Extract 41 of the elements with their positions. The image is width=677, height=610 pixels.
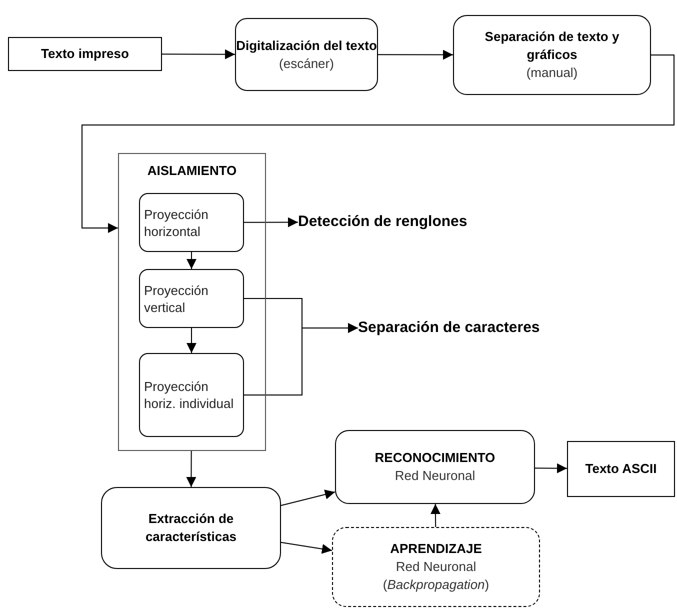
- arrow: [378, 50, 454, 60]
- process-box: [335, 430, 535, 504]
- node-label: Digitalización del texto: [236, 36, 377, 54]
- arrow: [244, 217, 298, 228]
- arrow: [534, 463, 568, 474]
- node-sublabel: Red Neuronal: [394, 467, 476, 485]
- arrow: [186, 252, 196, 270]
- arrow: [244, 323, 358, 396]
- arrow: [82, 54, 674, 233]
- node-label: APRENDIZAJE: [390, 540, 482, 558]
- group-box: [118, 153, 266, 451]
- node-sublabel: (escáner): [279, 54, 334, 72]
- process-box: [139, 353, 244, 437]
- node-label: Detección de renglones: [298, 212, 468, 232]
- node-sublabel: (manual): [526, 64, 578, 82]
- node-label: RECONOCIMIENTO: [374, 449, 496, 467]
- arrow: [280, 542, 332, 554]
- arrow: [162, 49, 236, 60]
- node-sublabel: Red Neuronal: [396, 558, 476, 576]
- process-box: [101, 487, 281, 569]
- node-label: Proyección horizontal: [143, 206, 210, 240]
- node-label: Proyección horiz. individual: [143, 378, 235, 412]
- process-box: [453, 15, 651, 95]
- process-box: [332, 527, 540, 607]
- arrow: [186, 450, 196, 488]
- node-label: Separación de caracteres: [358, 318, 541, 338]
- arrow: [186, 328, 196, 354]
- node-sublabel: (Backpropagation): [382, 576, 490, 594]
- node-label: Texto impreso: [41, 45, 129, 63]
- process-box: [8, 37, 162, 71]
- output-box: [567, 441, 675, 497]
- node-label: Separación de texto y gráficos: [484, 28, 620, 64]
- arrow: [280, 490, 336, 506]
- process-box: [139, 193, 244, 252]
- process-box: [235, 18, 378, 91]
- node-label: Extracción de características: [144, 510, 238, 546]
- group-title: AISLAMIENTO: [147, 162, 237, 180]
- node-label: Texto ASCII: [585, 460, 657, 478]
- arrow: [430, 504, 440, 528]
- node-label: Proyección vertical: [143, 282, 210, 316]
- process-box: [139, 269, 244, 328]
